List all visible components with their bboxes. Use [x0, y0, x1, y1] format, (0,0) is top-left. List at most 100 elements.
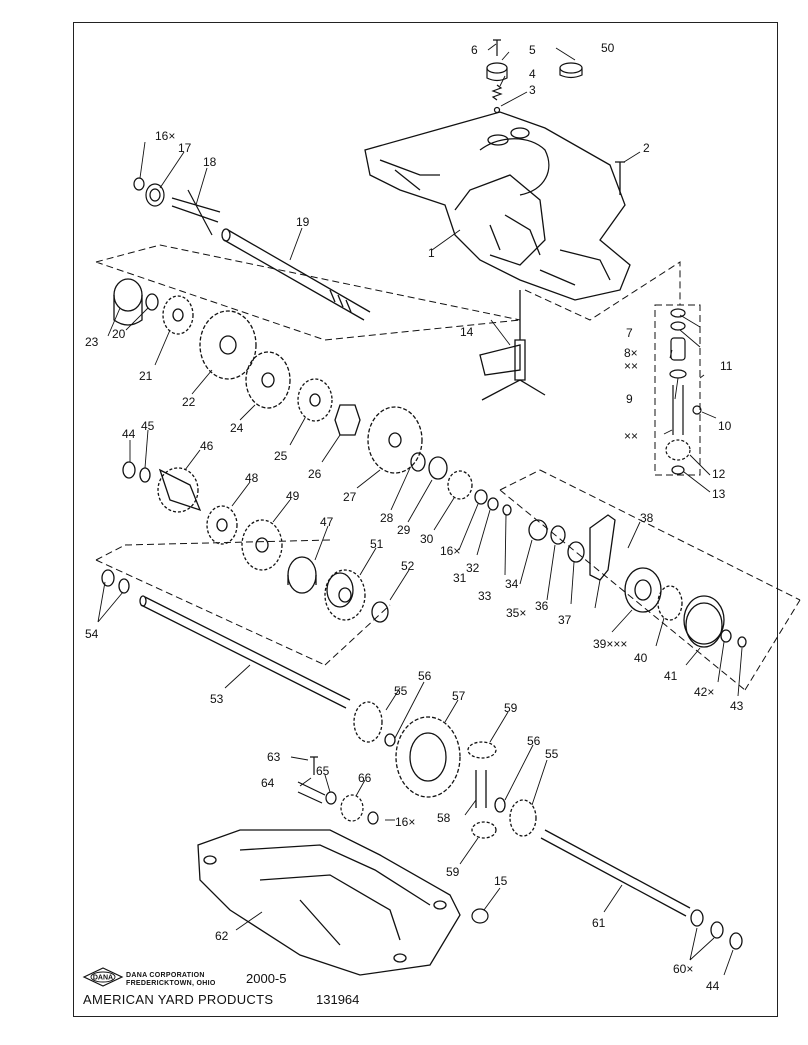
logo-text: DANA	[93, 975, 113, 982]
pinion-assembly-parts-7-13	[665, 308, 702, 475]
callout-36: 36	[535, 599, 549, 613]
callout-12: 12	[712, 467, 726, 481]
callout-31: 31	[453, 571, 467, 585]
callout-42: 42×	[694, 685, 714, 699]
shift-fork-part-14	[479, 290, 546, 401]
callout-15: 15	[494, 874, 508, 888]
callout-55-a: 55	[394, 684, 408, 698]
callout-60: 60×	[673, 962, 693, 976]
callout-57: 57	[452, 689, 466, 703]
plug-part-15	[471, 908, 489, 924]
callout-63: 63	[267, 750, 281, 764]
callout-24: 24	[230, 421, 244, 435]
callout-45: 45	[141, 419, 155, 433]
callout-21: 21	[139, 369, 153, 383]
callout-3: 3	[529, 83, 536, 97]
leader-lines	[97, 43, 743, 976]
callout-29: 29	[397, 523, 411, 537]
lower-housing	[197, 829, 461, 976]
callout-27: 27	[343, 490, 357, 504]
callout-38: 38	[640, 511, 654, 525]
gear-row-middle	[122, 456, 616, 623]
callout-19: 19	[296, 215, 310, 229]
callout-44-b: 44	[706, 979, 720, 993]
callout-56-b: 56	[527, 734, 541, 748]
callout-50: 50	[601, 41, 615, 55]
callout-2: 2	[643, 141, 650, 155]
drawing-border	[73, 22, 778, 1017]
callout-18: 18	[203, 155, 217, 169]
assembly-dashed-outline-brake	[499, 469, 801, 691]
callout-54: 54	[85, 627, 99, 641]
callout-37: 37	[558, 613, 572, 627]
callout-64: 64	[261, 776, 275, 790]
assembly-dashed-outline-upper	[95, 244, 521, 341]
callout-30: 30	[420, 532, 434, 546]
callout-66: 66	[358, 771, 372, 785]
callout-59-a: 59	[504, 701, 518, 715]
callout-41: 41	[664, 669, 678, 683]
callout-65: 65	[316, 764, 330, 778]
idler-parts-63-66	[297, 756, 379, 825]
callout-13: 13	[712, 487, 726, 501]
callout-6: 6	[471, 43, 478, 57]
callout-16-b: 16×	[440, 544, 460, 558]
model-number: 2000-5	[246, 971, 287, 986]
callout-20: 20	[112, 327, 126, 341]
callout-7: 7	[626, 326, 633, 340]
brake-parts-39-43	[624, 567, 747, 648]
callout-59-b: 59	[446, 865, 460, 879]
assembly-dashed-outline-lower	[95, 539, 391, 666]
callout-34: 34	[505, 577, 519, 591]
callout-32: 32	[466, 561, 480, 575]
callout-28: 28	[380, 511, 394, 525]
corp-name: DANA CORPORATION	[126, 972, 205, 979]
corp-location: FREDERICKTOWN, OHIO	[126, 980, 216, 987]
callout-26: 26	[308, 467, 322, 481]
callout-51: 51	[370, 537, 384, 551]
callout-56-a: 56	[418, 669, 432, 683]
callout-16-c: 16×	[395, 815, 415, 829]
callout-23: 23	[85, 335, 99, 349]
callout-9: 9	[626, 392, 633, 406]
callout-58: 58	[437, 811, 451, 825]
callout-11-note: ××	[624, 429, 638, 443]
upper-housing	[364, 111, 631, 301]
callout-62: 62	[215, 929, 229, 943]
callout-55-b: 55	[545, 747, 559, 761]
callout-5: 5	[529, 43, 536, 57]
shaft-part-53	[101, 569, 351, 709]
callout-10: 10	[718, 419, 732, 433]
callout-33: 33	[478, 589, 492, 603]
callout-11: 11	[720, 359, 733, 373]
callout-labels: 1 2 3 4 5 6 7 8× ×× 9 10 11 ×× 12 13 14 …	[85, 41, 744, 993]
callout-16-a: 16×	[155, 129, 175, 143]
bolt-part-2	[615, 161, 625, 195]
callout-4: 4	[529, 67, 536, 81]
callout-46: 46	[200, 439, 214, 453]
callout-44-a: 44	[122, 427, 136, 441]
callout-14: 14	[460, 325, 474, 339]
callout-1: 1	[428, 246, 435, 260]
callout-61: 61	[592, 916, 606, 930]
callout-17: 17	[178, 141, 192, 155]
plug-part-50	[559, 62, 583, 79]
part-number: 131964	[316, 992, 360, 1007]
callout-43: 43	[730, 699, 744, 713]
callout-22: 22	[182, 395, 196, 409]
seal-parts-16-18	[133, 177, 221, 236]
callout-39: 39×××	[593, 637, 627, 651]
callout-25: 25	[274, 449, 288, 463]
assembly-dashed-link	[524, 261, 681, 321]
assembly-dashed-outline-right	[654, 304, 701, 476]
callout-40: 40	[634, 651, 648, 665]
callout-48: 48	[245, 471, 259, 485]
manufacturer-name: AMERICAN YARD PRODUCTS	[83, 992, 274, 1007]
callout-35: 35×	[506, 606, 526, 620]
callout-53: 53	[210, 692, 224, 706]
differential-gears	[353, 701, 743, 950]
dana-logo: DANA	[82, 967, 124, 987]
callout-8: 8×	[624, 346, 638, 360]
